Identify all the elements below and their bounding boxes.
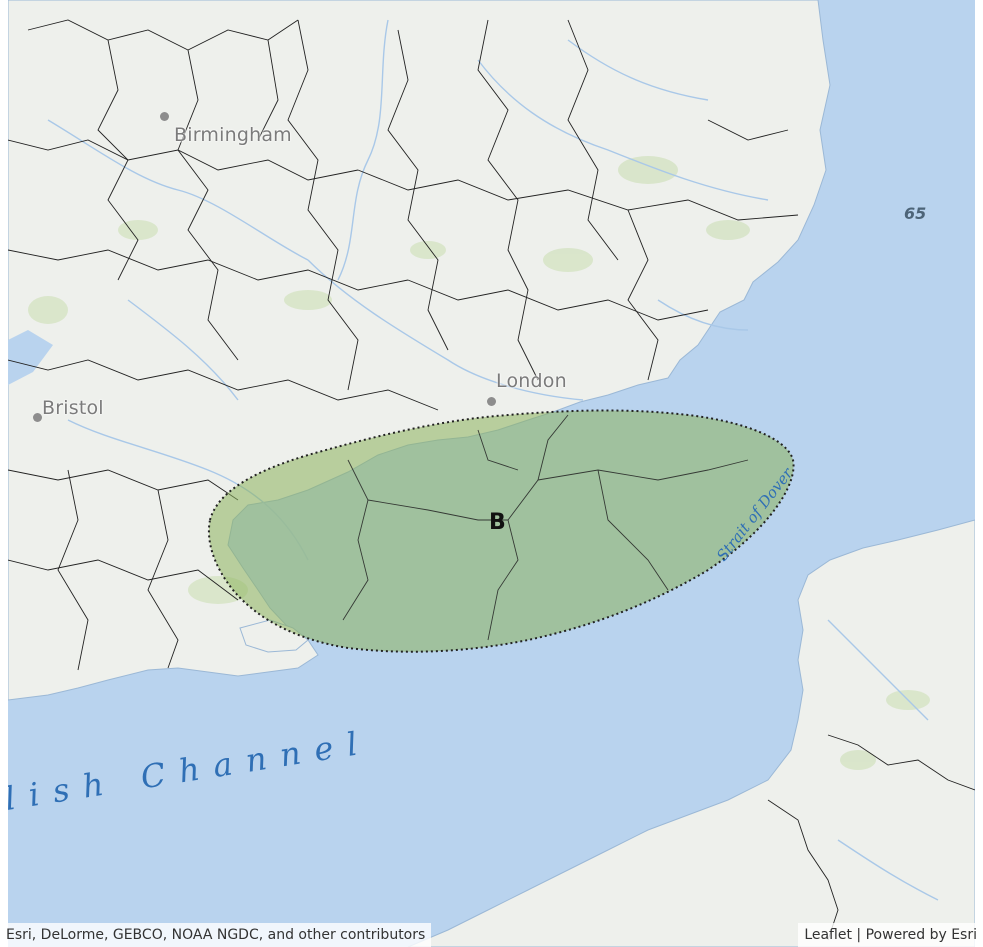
place-label-birmingham: Birmingham bbox=[174, 124, 292, 146]
london-marker bbox=[487, 397, 496, 406]
attribution-sources: Esri, DeLorme, GEBCO, NOAA NGDC, and oth… bbox=[0, 923, 432, 947]
leaflet-link[interactable]: Leaflet bbox=[804, 927, 852, 943]
map-view[interactable]: Birmingham London Bristol lish Channel S… bbox=[8, 0, 975, 947]
bristol-marker bbox=[33, 413, 42, 422]
zone-b-label: B bbox=[489, 510, 506, 535]
zone-b-inner-boundaries bbox=[342, 414, 749, 641]
basemap bbox=[8, 0, 975, 947]
attribution-sources-text: Esri, DeLorme, GEBCO, NOAA NGDC, and oth… bbox=[6, 927, 426, 943]
depth-label: 65 bbox=[904, 204, 927, 223]
place-label-bristol: Bristol bbox=[42, 397, 104, 419]
attribution-separator: | bbox=[851, 927, 866, 943]
birmingham-marker bbox=[160, 112, 169, 121]
severn-estuary bbox=[8, 330, 53, 385]
place-label-london: London bbox=[496, 370, 567, 392]
zone-b-area[interactable] bbox=[207, 409, 795, 653]
attribution-credits: Leaflet | Powered by Esri bbox=[798, 923, 983, 947]
france-landmass bbox=[407, 519, 975, 947]
county-boundaries bbox=[8, 19, 975, 941]
powered-by-esri-text: Powered by Esri bbox=[865, 927, 977, 943]
